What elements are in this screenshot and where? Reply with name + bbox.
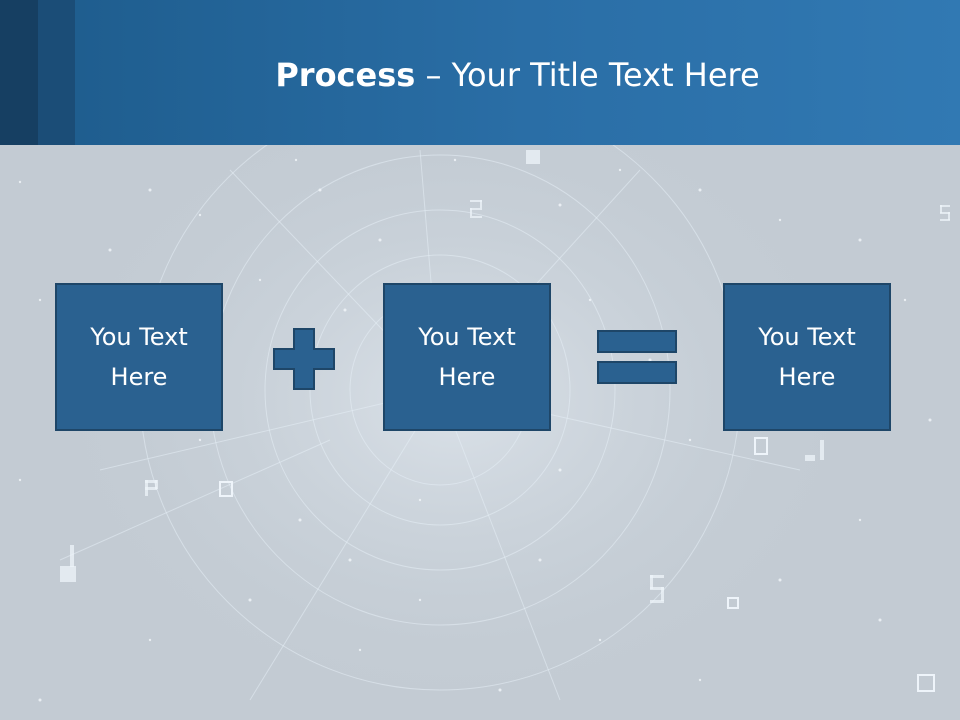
process-box-2-label: You Text Here	[418, 323, 516, 391]
header-band	[0, 0, 960, 145]
process-box-1-label: You Text Here	[90, 323, 188, 391]
process-box-3[interactable]: You Text Here	[723, 283, 891, 431]
title-rest: Your Title Text Here	[451, 56, 760, 94]
title-separator: –	[415, 56, 452, 94]
header-accent-mid	[38, 0, 75, 145]
equals-icon	[597, 330, 677, 384]
title-bold: Process	[275, 56, 416, 94]
process-box-2[interactable]: You Text Here	[383, 283, 551, 431]
header-accent-dark	[0, 0, 38, 145]
process-box-1[interactable]: You Text Here	[55, 283, 223, 431]
process-box-3-label: You Text Here	[758, 323, 856, 391]
plus-icon	[273, 328, 335, 390]
slide-title[interactable]: Process – Your Title Text Here	[75, 50, 960, 100]
